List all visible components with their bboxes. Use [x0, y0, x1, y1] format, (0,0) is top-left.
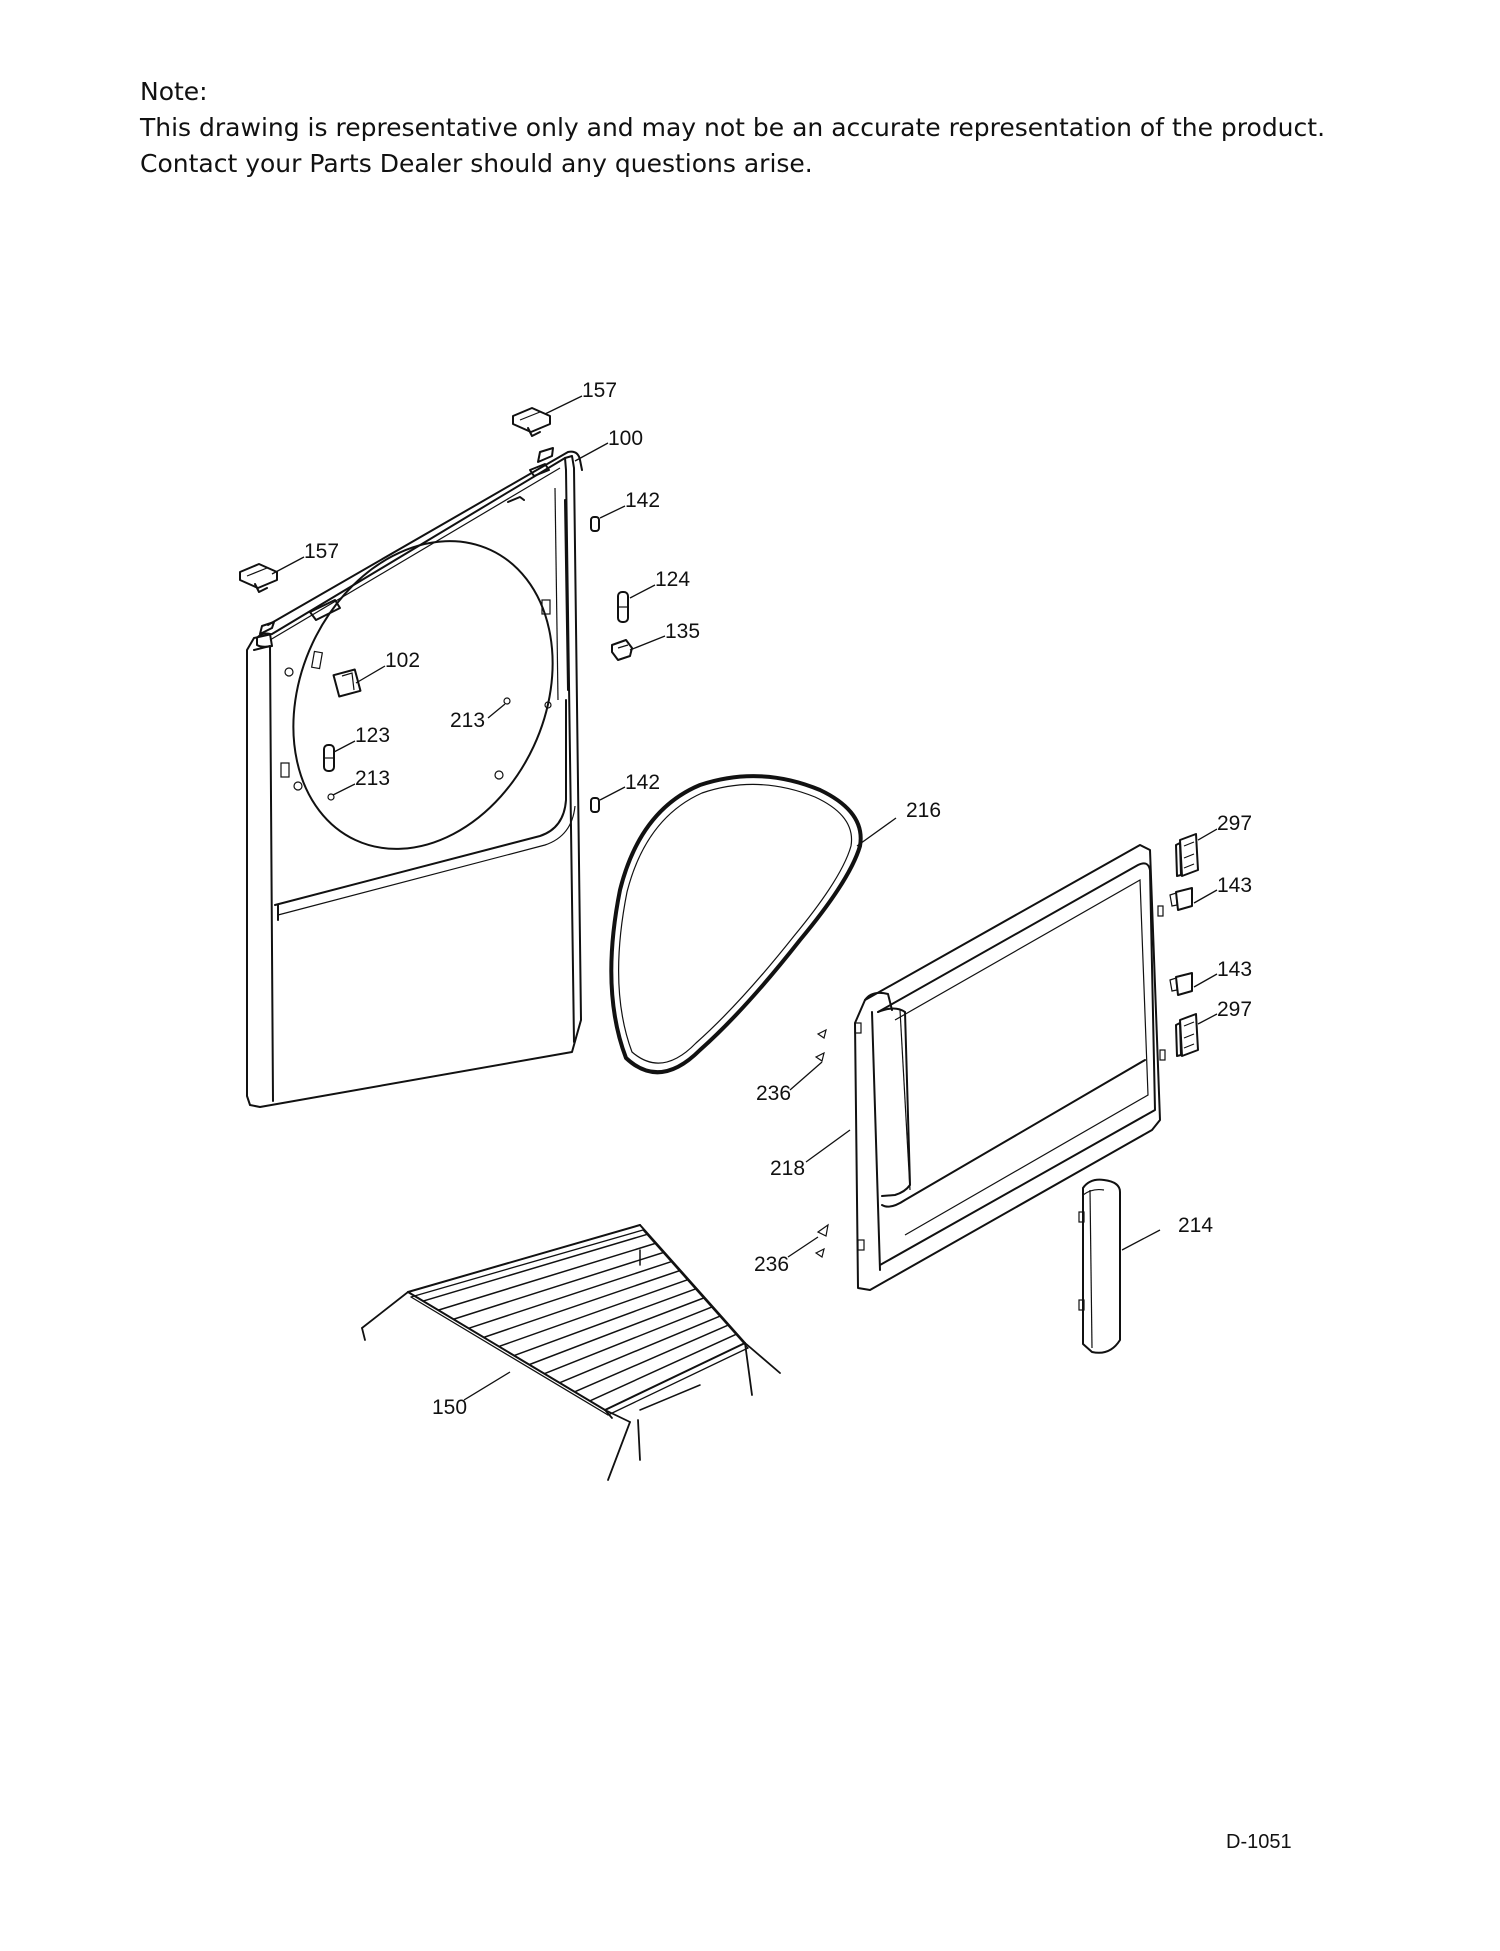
part-100-front-panel — [246, 447, 583, 1108]
part-297-hinge-bottom — [1175, 1013, 1199, 1057]
rack-wire — [607, 1347, 749, 1416]
rack-wire — [744, 1342, 753, 1396]
note-heading: Note: — [140, 77, 208, 106]
rack-wire — [407, 1291, 606, 1411]
callout-135: 135 — [665, 620, 700, 643]
rack-wire — [607, 1421, 631, 1481]
part-236-screws-upper — [814, 1028, 827, 1062]
note-line-1: This drawing is representative only and … — [140, 113, 1326, 142]
part-124-switch — [617, 591, 629, 623]
rack-wire — [744, 1342, 781, 1374]
part-142-bumper-bottom — [590, 797, 600, 813]
part-143-bracket-bottom — [1169, 972, 1193, 996]
rack-wire — [513, 1287, 698, 1357]
rack-wire — [637, 1419, 641, 1461]
callout-142-bottom: 142 — [625, 771, 660, 794]
part-218-door — [854, 844, 1166, 1291]
rack-wire — [558, 1315, 722, 1384]
rack-wire — [543, 1305, 714, 1375]
part-236-screws-lower — [814, 1223, 829, 1258]
callout-124: 124 — [655, 568, 690, 591]
callout-142-top: 142 — [625, 489, 660, 512]
callout-143-bottom: 143 — [1217, 958, 1252, 981]
callout-236-upper: 236 — [756, 1082, 791, 1105]
rack-wire — [361, 1291, 409, 1329]
callout-218: 218 — [770, 1157, 805, 1180]
part-142-bumper-top — [590, 516, 600, 532]
callout-143-top: 143 — [1217, 874, 1252, 897]
callout-213-lower: 213 — [355, 767, 390, 790]
part-213-screws — [327, 697, 511, 801]
rack-wire — [528, 1296, 706, 1366]
rack-wire — [604, 1342, 746, 1411]
callout-236-lower: 236 — [754, 1253, 789, 1276]
rack-wire — [452, 1251, 665, 1320]
disclaimer-note: Note: This drawing is representative onl… — [140, 74, 1325, 182]
rack-wire — [573, 1324, 730, 1393]
rack-wire — [604, 1409, 631, 1423]
note-line-2: Contact your Parts Dealer should any que… — [140, 149, 813, 178]
callout-123: 123 — [355, 724, 390, 747]
part-102-lock — [332, 668, 362, 698]
callout-297-bottom: 297 — [1217, 998, 1252, 1021]
rack-wire — [467, 1260, 674, 1330]
rack-wire — [410, 1229, 644, 1298]
callout-297-top: 297 — [1217, 812, 1252, 835]
part-143-bracket-top — [1169, 887, 1193, 911]
part-297-hinge-top — [1175, 833, 1199, 877]
rack-wire — [483, 1269, 682, 1339]
rack-wire — [639, 1224, 746, 1344]
callout-150: 150 — [432, 1396, 467, 1419]
rack-wire — [407, 1224, 641, 1293]
callout-labels: 157 100 142 157 124 135 102 213 123 213 … — [304, 379, 1252, 1419]
callout-213-upper: 213 — [450, 709, 485, 732]
callout-216: 216 — [906, 799, 941, 822]
part-157-hinge-top — [512, 407, 551, 437]
rack-wire — [437, 1242, 657, 1311]
rack-wire — [422, 1233, 649, 1302]
rack-wire — [589, 1333, 738, 1402]
part-123-switch — [323, 744, 335, 772]
rack-wire — [361, 1327, 366, 1341]
callout-157-left: 157 — [304, 540, 339, 563]
part-216-gasket — [609, 774, 863, 1075]
leader-lines — [271, 395, 1218, 1401]
part-135-latch — [611, 639, 633, 661]
part-157-hinge-left — [239, 563, 278, 593]
callout-214: 214 — [1178, 1214, 1213, 1237]
diagram-code: D-1051 — [1226, 1831, 1292, 1853]
callout-102: 102 — [385, 649, 420, 672]
callout-100: 100 — [608, 427, 643, 450]
rack-wire — [498, 1278, 690, 1348]
rack-wire — [639, 1384, 701, 1411]
part-150-rack — [361, 1224, 781, 1481]
rack-wire — [410, 1296, 609, 1416]
callout-157-top: 157 — [582, 379, 617, 402]
part-214-handle — [1078, 1178, 1121, 1354]
